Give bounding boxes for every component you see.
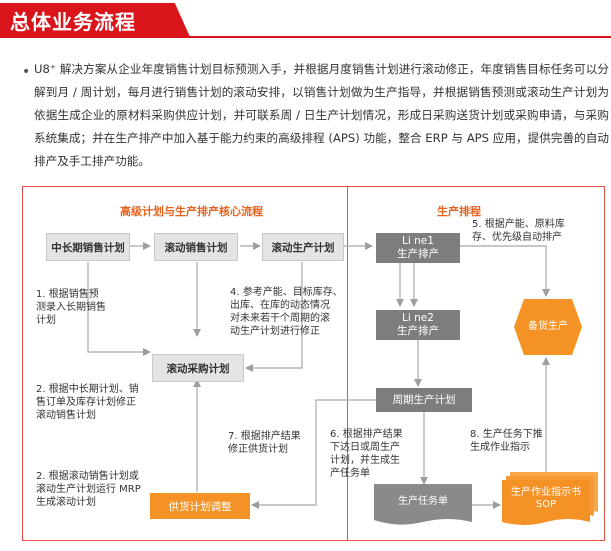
stock-shape: [514, 299, 582, 355]
left-panel-title: 高级计划与生产排产核心流程: [120, 205, 263, 218]
intro-paragraph: U8⁺ 解决方案从企业年度销售计划目标预测入手，并根据月度销售计划进行滚动修正，…: [34, 62, 609, 168]
diagram-frame: [22, 186, 605, 541]
weekly-production-plan-box: 周期生产计划: [376, 388, 472, 412]
line2-name: Li ne2: [402, 312, 434, 324]
panel-divider: [347, 187, 348, 540]
page-title: 总体业务流程: [10, 10, 136, 34]
sop-shape: [502, 480, 590, 525]
note-5: 5. 根据产能、原料库 存、优先级自动排产: [472, 219, 565, 243]
title-underline: [0, 36, 611, 38]
title-tab: [0, 3, 190, 37]
stock-production-label: 备货生产: [528, 321, 568, 332]
line1-name: Li ne1: [402, 235, 434, 247]
rolling-purchase-plan-box: 滚动采购计划: [152, 354, 244, 382]
sop-label: 生产作业指示书 SOP: [502, 487, 590, 511]
line2-box: Li ne2 生产排产: [376, 310, 460, 340]
note-3: 2. 根据滚动销售计划或 滚动生产计划运行 MRP 生成滚动计划: [36, 471, 141, 508]
right-panel-title: 生产排程: [437, 205, 481, 218]
note-4: 4. 参考产能、目标库存、 出库、在库的动态情况 对未来若干个周期的滚 动生产计…: [230, 287, 343, 337]
supply-plan-adjust-box: 供货计划调整: [150, 493, 250, 519]
sop-label-line2: SOP: [535, 499, 557, 510]
sop-label-line1: 生产作业指示书: [511, 487, 581, 498]
bullet-icon: •: [22, 64, 31, 80]
line1-box: Li ne1 生产排产: [376, 233, 460, 263]
note-6: 6. 根据排产结果 下达日或周生产 计划，并生成生 产任务单: [330, 429, 403, 479]
rolling-production-plan-box: 滚动生产计划: [262, 233, 344, 261]
rolling-sales-plan-box: 滚动销售计划: [154, 233, 238, 261]
note-1: 1. 根据销售预 测录入长期销售 计划: [36, 289, 106, 326]
task-list-label: 生产任务单: [398, 496, 448, 507]
line1-sub: 生产排产: [397, 248, 439, 260]
task-list-shape: [374, 484, 472, 525]
note-2: 2. 根据中长期计划、销 售订单及库存计划修正 滚动销售计划: [36, 384, 139, 421]
line2-sub: 生产排产: [397, 325, 439, 337]
title-bar: 总体业务流程: [0, 0, 611, 40]
note-7: 7. 根据排产结果 修正供货计划: [228, 431, 301, 455]
mid-long-sales-plan-box: 中长期销售计划: [46, 233, 130, 261]
note-8: 8. 生产任务下推 生成作业指示: [470, 429, 543, 453]
